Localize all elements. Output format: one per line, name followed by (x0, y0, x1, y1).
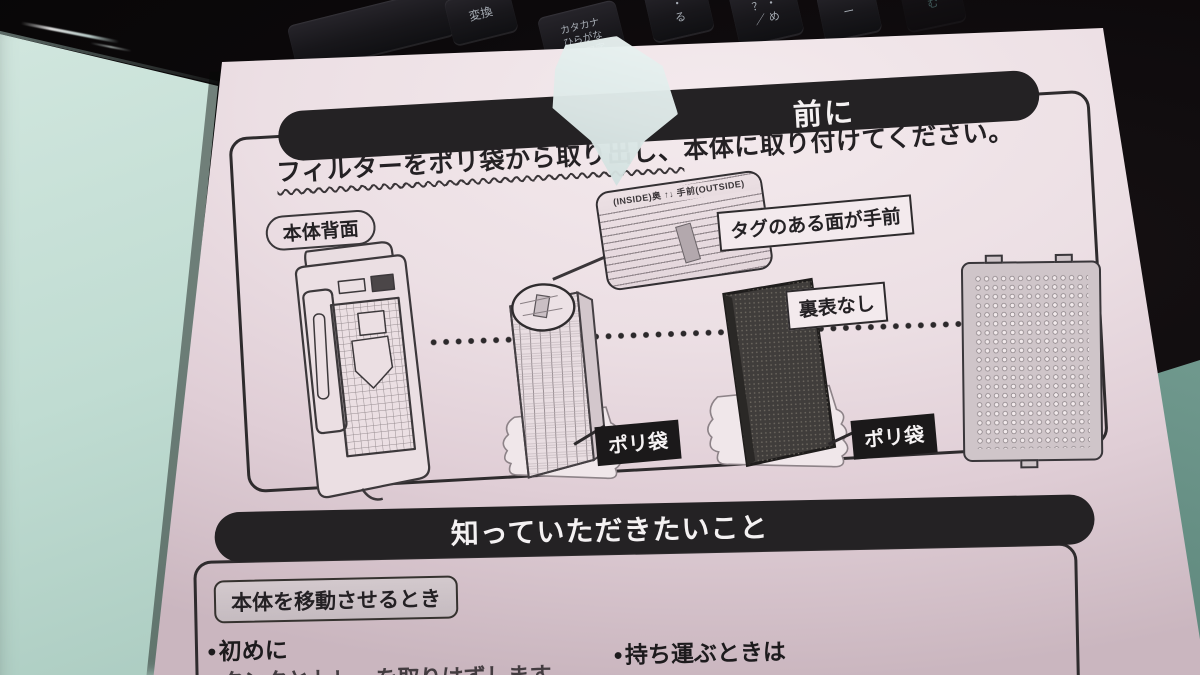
key-mu: む (899, 0, 967, 32)
section-things-to-know: 知っていただきたいこと 本体を移動させるとき ●初めに ●持ち運ぶときは タンク… (190, 486, 1125, 675)
move-unit-subheading: 本体を移動させるとき (213, 575, 459, 624)
key-chouon: ー (815, 0, 883, 42)
keyboard-reflection-streak-small (90, 42, 132, 52)
section2-title-text: 知っていただきたいこと (450, 511, 769, 550)
key-me: ？ ・ ／ め (727, 0, 805, 47)
panel-tab (1020, 459, 1039, 469)
key-henkan: 変換 (443, 0, 519, 46)
bullet-carry-text: 持ち運ぶときは (624, 638, 787, 668)
section-before-use: 前に フィルターをポリ袋から取り出し、本体に取り付けてください。 本体背面 (222, 28, 1146, 519)
pleated-filter-in-bag-illustration (502, 283, 622, 480)
bullet-marker: ● (206, 643, 217, 661)
panel-tab (984, 254, 1003, 264)
back-panel-illustration (960, 253, 1104, 469)
bullet-first: ●初めに (207, 631, 288, 667)
bullet-marker: ● (613, 646, 624, 665)
panel-tab (1054, 253, 1073, 263)
polybag-label-left: ポリ袋 (594, 419, 682, 467)
air-purifier-back-illustration (294, 241, 431, 501)
tag-shape (675, 222, 702, 264)
bullet-first-text: 初めに (218, 636, 289, 665)
key-ru: ・ る (643, 0, 715, 43)
bullet-carry: ●持ち運ぶときは (613, 633, 786, 671)
polybag-label-right: ポリ袋 (850, 413, 938, 460)
panel-hole-grid (974, 273, 1091, 449)
